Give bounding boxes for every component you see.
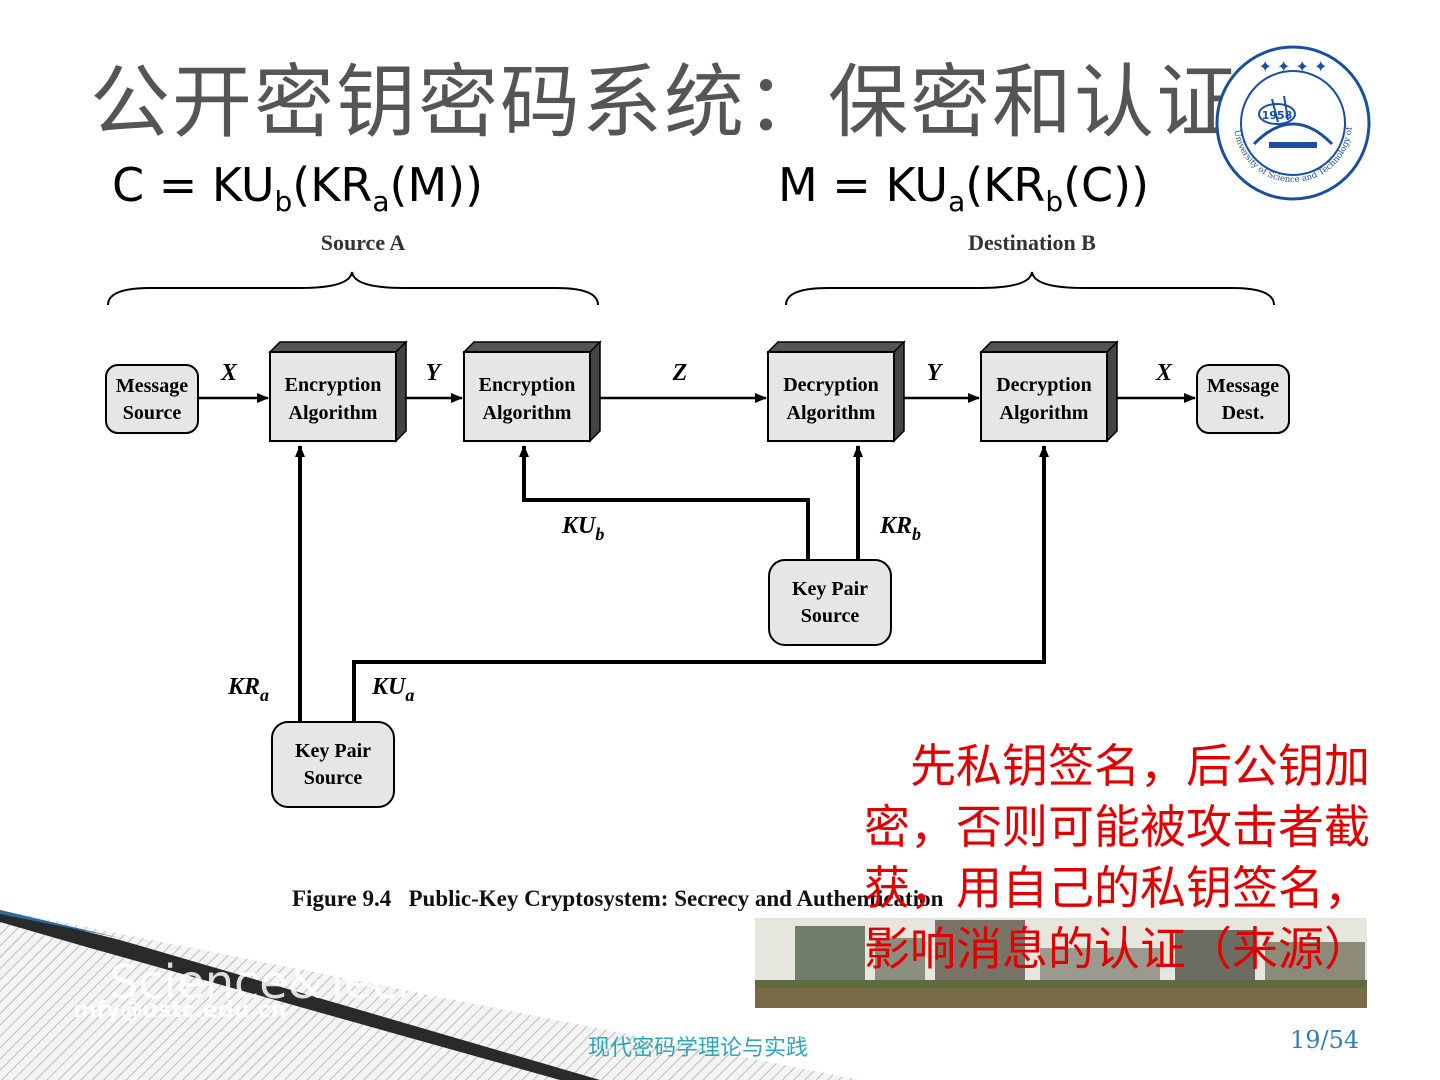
edge-label-ku-b: KUb: [561, 513, 604, 544]
footer-school: School of Computer Science&Technology, U…: [109, 899, 731, 1009]
svg-text:Encryption: Encryption: [285, 374, 382, 396]
svg-text:Key Pair: Key Pair: [792, 578, 868, 600]
node-encryption-algorithm-1: Encryption Algorithm: [268, 340, 408, 443]
red-annotation-note: 先私钥签名，后公钥加密，否则可能被攻击者截获，用自己的私钥签名，影响消息的认证（…: [864, 739, 1370, 976]
edge-label-y2: Y: [927, 360, 944, 386]
footer-email: mfy@ustc.edu.cn: [73, 998, 287, 1023]
svg-text:Source: Source: [801, 605, 860, 627]
svg-text:Source: Source: [304, 767, 363, 789]
edge-label-x1: X: [220, 360, 238, 386]
node-key-pair-source-b: Key Pair Source: [768, 559, 892, 646]
svg-text:Algorithm: Algorithm: [289, 402, 378, 424]
edge-label-kr-b: KRb: [879, 513, 921, 544]
svg-text:Dest.: Dest.: [1222, 402, 1265, 424]
svg-text:✦ ✦ ✦ ✦: ✦ ✦ ✦ ✦: [1259, 57, 1328, 76]
svg-text:Decryption: Decryption: [783, 374, 879, 396]
svg-text:Encryption: Encryption: [479, 374, 576, 396]
svg-text:Key Pair: Key Pair: [295, 740, 371, 762]
footer-hatch-band: [0, 910, 860, 1080]
node-key-pair-source-a: Key Pair Source: [271, 721, 395, 808]
node-decryption-algorithm-2: Decryption Algorithm: [979, 340, 1119, 443]
svg-text:Message: Message: [116, 375, 188, 397]
label-destination-b: Destination B: [968, 230, 1096, 255]
label-source-a: Source A: [321, 230, 406, 255]
node-message-source: Message Source: [105, 364, 199, 434]
page-number: 19/54: [1290, 1026, 1360, 1054]
brace-source-a: [107, 271, 599, 306]
slide-title: 公开密钥密码系统：保密和认证: [90, 56, 1238, 149]
edge-label-y1: Y: [426, 360, 443, 386]
edge-label-kr-a: KRa: [227, 674, 269, 705]
node-encryption-algorithm-2: Encryption Algorithm: [462, 340, 602, 443]
svg-text:Source: Source: [123, 402, 182, 424]
edge-label-ku-a: KUa: [371, 674, 414, 705]
edge-label-x2: X: [1155, 360, 1173, 386]
edge-ku-a: [352, 445, 1049, 722]
brace-destination-b: [785, 271, 1275, 306]
footer-course-title: 现代密码学理论与实践: [588, 1036, 809, 1061]
svg-text:Algorithm: Algorithm: [483, 402, 572, 424]
formula-encrypt: C = KUb(KRa(M)): [112, 158, 484, 218]
formula-decrypt: M = KUa(KRb(C)): [778, 158, 1150, 218]
node-message-dest: Message Dest.: [1196, 364, 1290, 434]
edge-ku-b: [519, 445, 810, 560]
campus-photo: [755, 918, 1367, 1008]
svg-text:Algorithm: Algorithm: [787, 402, 876, 424]
node-decryption-algorithm-1: Decryption Algorithm: [766, 340, 906, 443]
university-logo: 1958 University of Science and Technolog…: [1214, 44, 1371, 201]
edge-label-z: Z: [672, 360, 688, 386]
logo-year: 1958: [1262, 109, 1293, 122]
svg-text:Algorithm: Algorithm: [1000, 402, 1089, 424]
figure-caption: Figure 9.4 Public-Key Cryptosystem: Secr…: [292, 886, 944, 911]
svg-text:Decryption: Decryption: [996, 374, 1092, 396]
svg-text:Message: Message: [1207, 375, 1279, 397]
